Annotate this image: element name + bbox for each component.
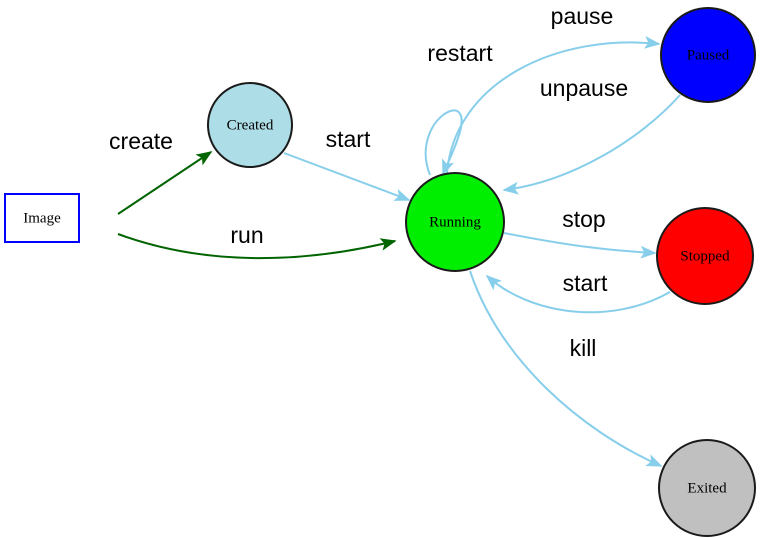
edge-unpause[interactable]: unpause [502, 75, 681, 195]
edge-start-stopped-running[interactable]: start [485, 270, 671, 314]
edge-run-path [117, 233, 397, 260]
edge-pause[interactable]: pause [446, 3, 661, 174]
edge-kill[interactable]: kill [469, 270, 663, 467]
node-exited[interactable]: Exited [658, 439, 756, 537]
node-image-shape [4, 193, 80, 243]
edge-start2-label: start [563, 270, 608, 296]
edge-start1-path [283, 152, 411, 201]
edges-layer: create run start restart pause [109, 3, 681, 467]
node-paused-shape [660, 7, 756, 103]
edge-stop-label: stop [562, 206, 605, 232]
node-running-shape [405, 172, 505, 272]
node-stopped[interactable]: Stopped [656, 207, 754, 305]
node-created[interactable]: Created [207, 82, 293, 168]
edge-stop[interactable]: stop [503, 206, 657, 259]
edge-unpause-path [502, 94, 681, 195]
node-exited-shape [658, 439, 756, 537]
edge-unpause-label: unpause [540, 75, 628, 101]
edge-pause-path [446, 36, 661, 174]
edge-start-created-running[interactable]: start [283, 126, 411, 201]
edge-create-label: create [109, 128, 173, 154]
edge-kill-label: kill [570, 335, 597, 361]
node-paused[interactable]: Paused [660, 7, 756, 103]
edge-kill-path [469, 270, 663, 467]
edge-run[interactable]: run [117, 222, 397, 260]
edge-restart-label: restart [427, 40, 493, 66]
edge-restart-path [424, 109, 463, 176]
edge-run-label: run [230, 222, 263, 248]
node-stopped-shape [656, 207, 754, 305]
edge-restart[interactable]: restart [424, 40, 494, 176]
edge-create[interactable]: create [109, 128, 213, 215]
edge-create-path [117, 151, 213, 215]
edge-stop-path [503, 232, 657, 259]
node-image[interactable]: Image [4, 193, 80, 243]
node-running[interactable]: Running [405, 172, 505, 272]
edge-pause-label: pause [551, 3, 614, 29]
node-created-shape [207, 82, 293, 168]
edge-start2-path [485, 274, 671, 314]
edge-start1-label: start [326, 126, 371, 152]
